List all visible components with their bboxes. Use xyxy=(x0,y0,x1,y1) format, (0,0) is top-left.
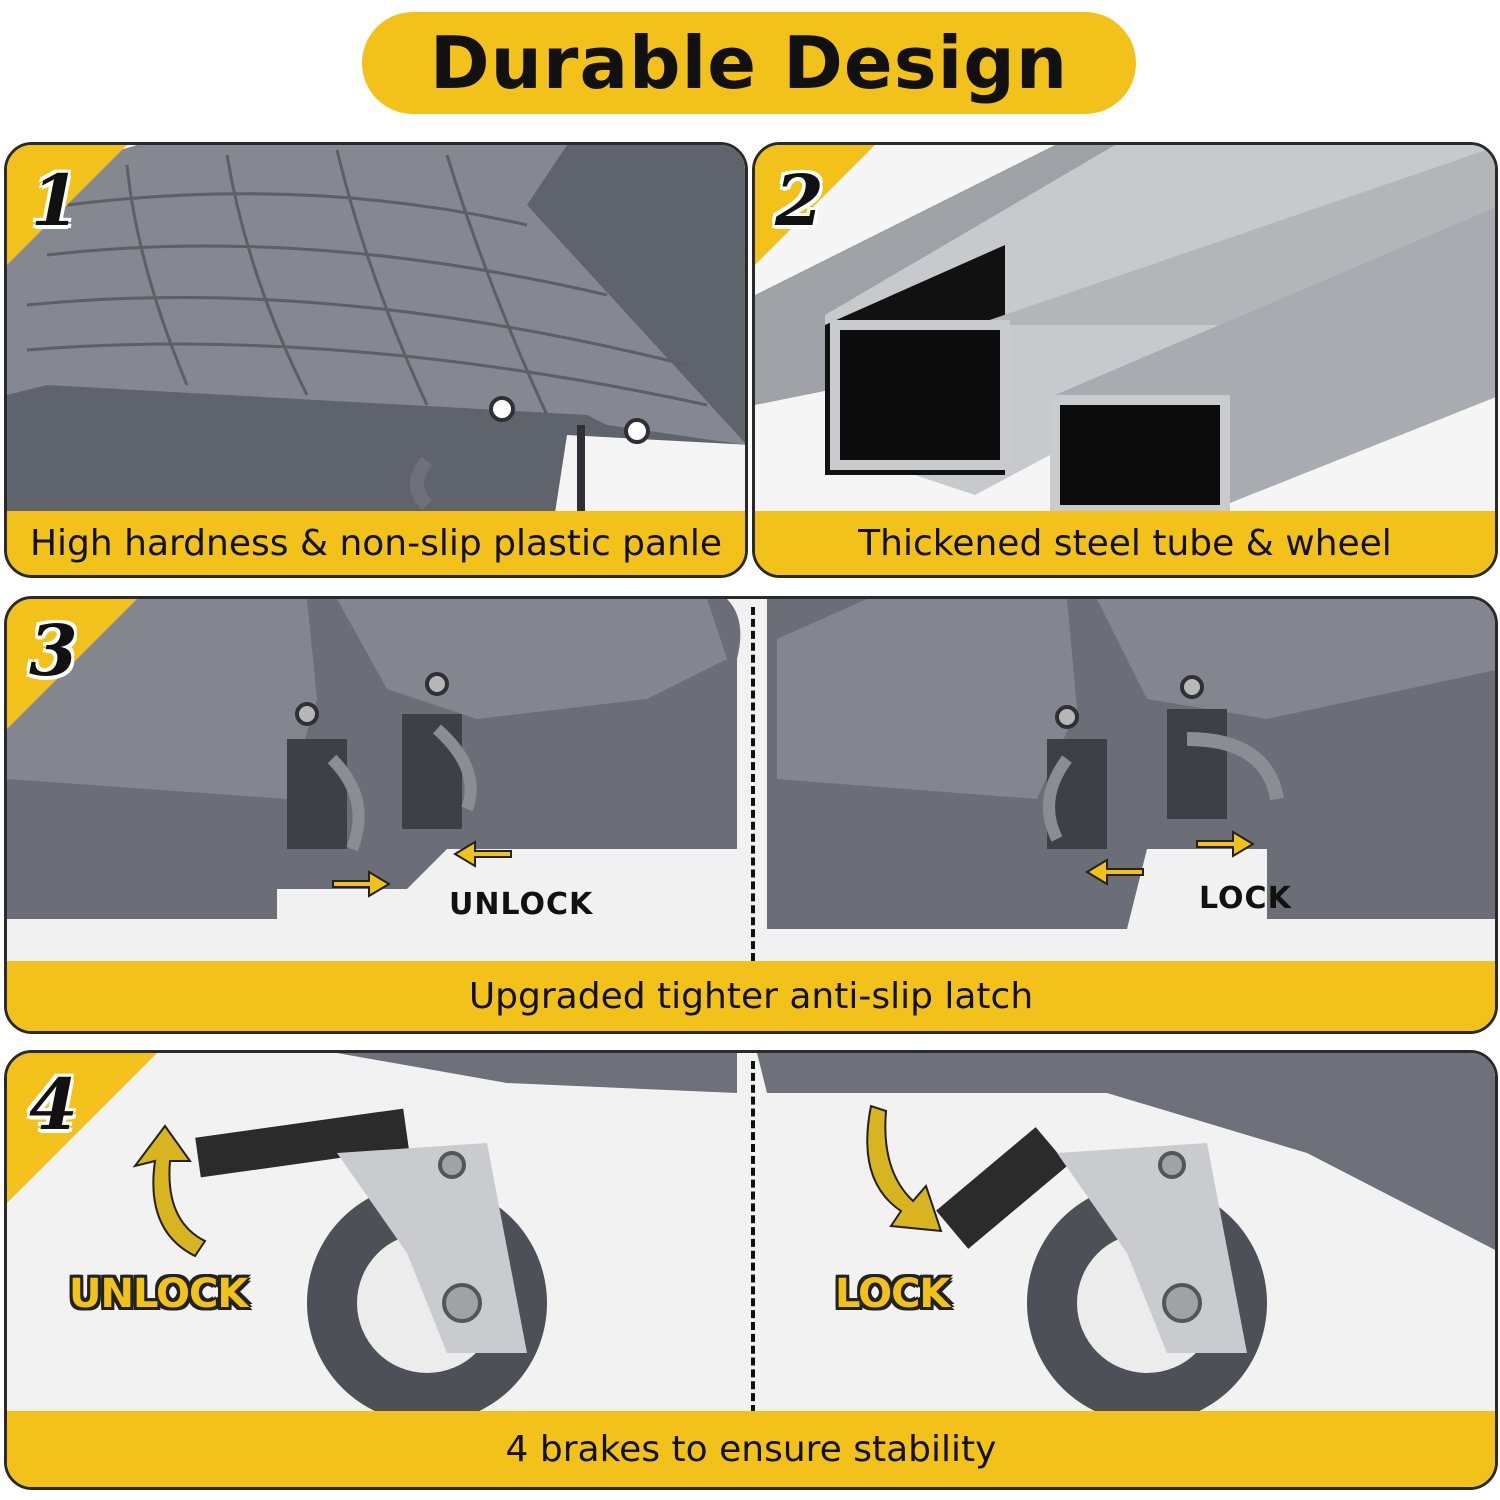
step-number: 2 xyxy=(775,159,824,242)
arrow-left-icon xyxy=(1085,858,1144,886)
panel-4: 4 UNLOCK LOCK 4 brakes to ensure stabili… xyxy=(4,1050,1498,1490)
plastic-panel-photo xyxy=(7,145,745,575)
unlock-label: UNLOCK xyxy=(69,1271,248,1317)
title-banner: Durable Design xyxy=(362,12,1136,114)
panel-caption: High hardness & non-slip plastic panle xyxy=(7,511,745,575)
panel-caption: Upgraded tighter anti-slip latch xyxy=(7,961,1495,1031)
lock-label: LOCK xyxy=(1199,881,1292,916)
panel-caption: 4 brakes to ensure stability xyxy=(7,1411,1495,1487)
corner-badge xyxy=(7,599,137,729)
corner-badge xyxy=(7,145,127,265)
corner-badge xyxy=(7,1053,157,1203)
lock-label: LOCK xyxy=(835,1271,950,1317)
curved-arrow-up-icon xyxy=(132,1124,207,1258)
panel-3: 3 UNLOCK LOCK Upgraded tighter anti-slip… xyxy=(4,596,1498,1034)
corner-badge xyxy=(755,145,875,265)
panel-divider xyxy=(751,1061,755,1413)
curved-arrow-down-icon xyxy=(866,1104,943,1233)
panel-1: 1 High hardness & non-slip plastic panle xyxy=(4,142,748,578)
panel-divider xyxy=(751,607,755,961)
unlock-label: UNLOCK xyxy=(449,887,594,922)
step-number: 1 xyxy=(31,159,80,242)
panel-caption: Thickened steel tube & wheel xyxy=(755,511,1495,575)
panel-2: 2 Thickened steel tube & wheel xyxy=(752,142,1498,578)
page-title: Durable Design xyxy=(429,21,1069,105)
steel-tube-photo xyxy=(755,145,1495,575)
arrow-right-icon xyxy=(1196,830,1255,858)
step-number: 4 xyxy=(29,1063,78,1146)
step-number: 3 xyxy=(29,609,78,692)
arrow-right-icon xyxy=(332,870,391,898)
arrow-left-icon xyxy=(453,840,512,868)
